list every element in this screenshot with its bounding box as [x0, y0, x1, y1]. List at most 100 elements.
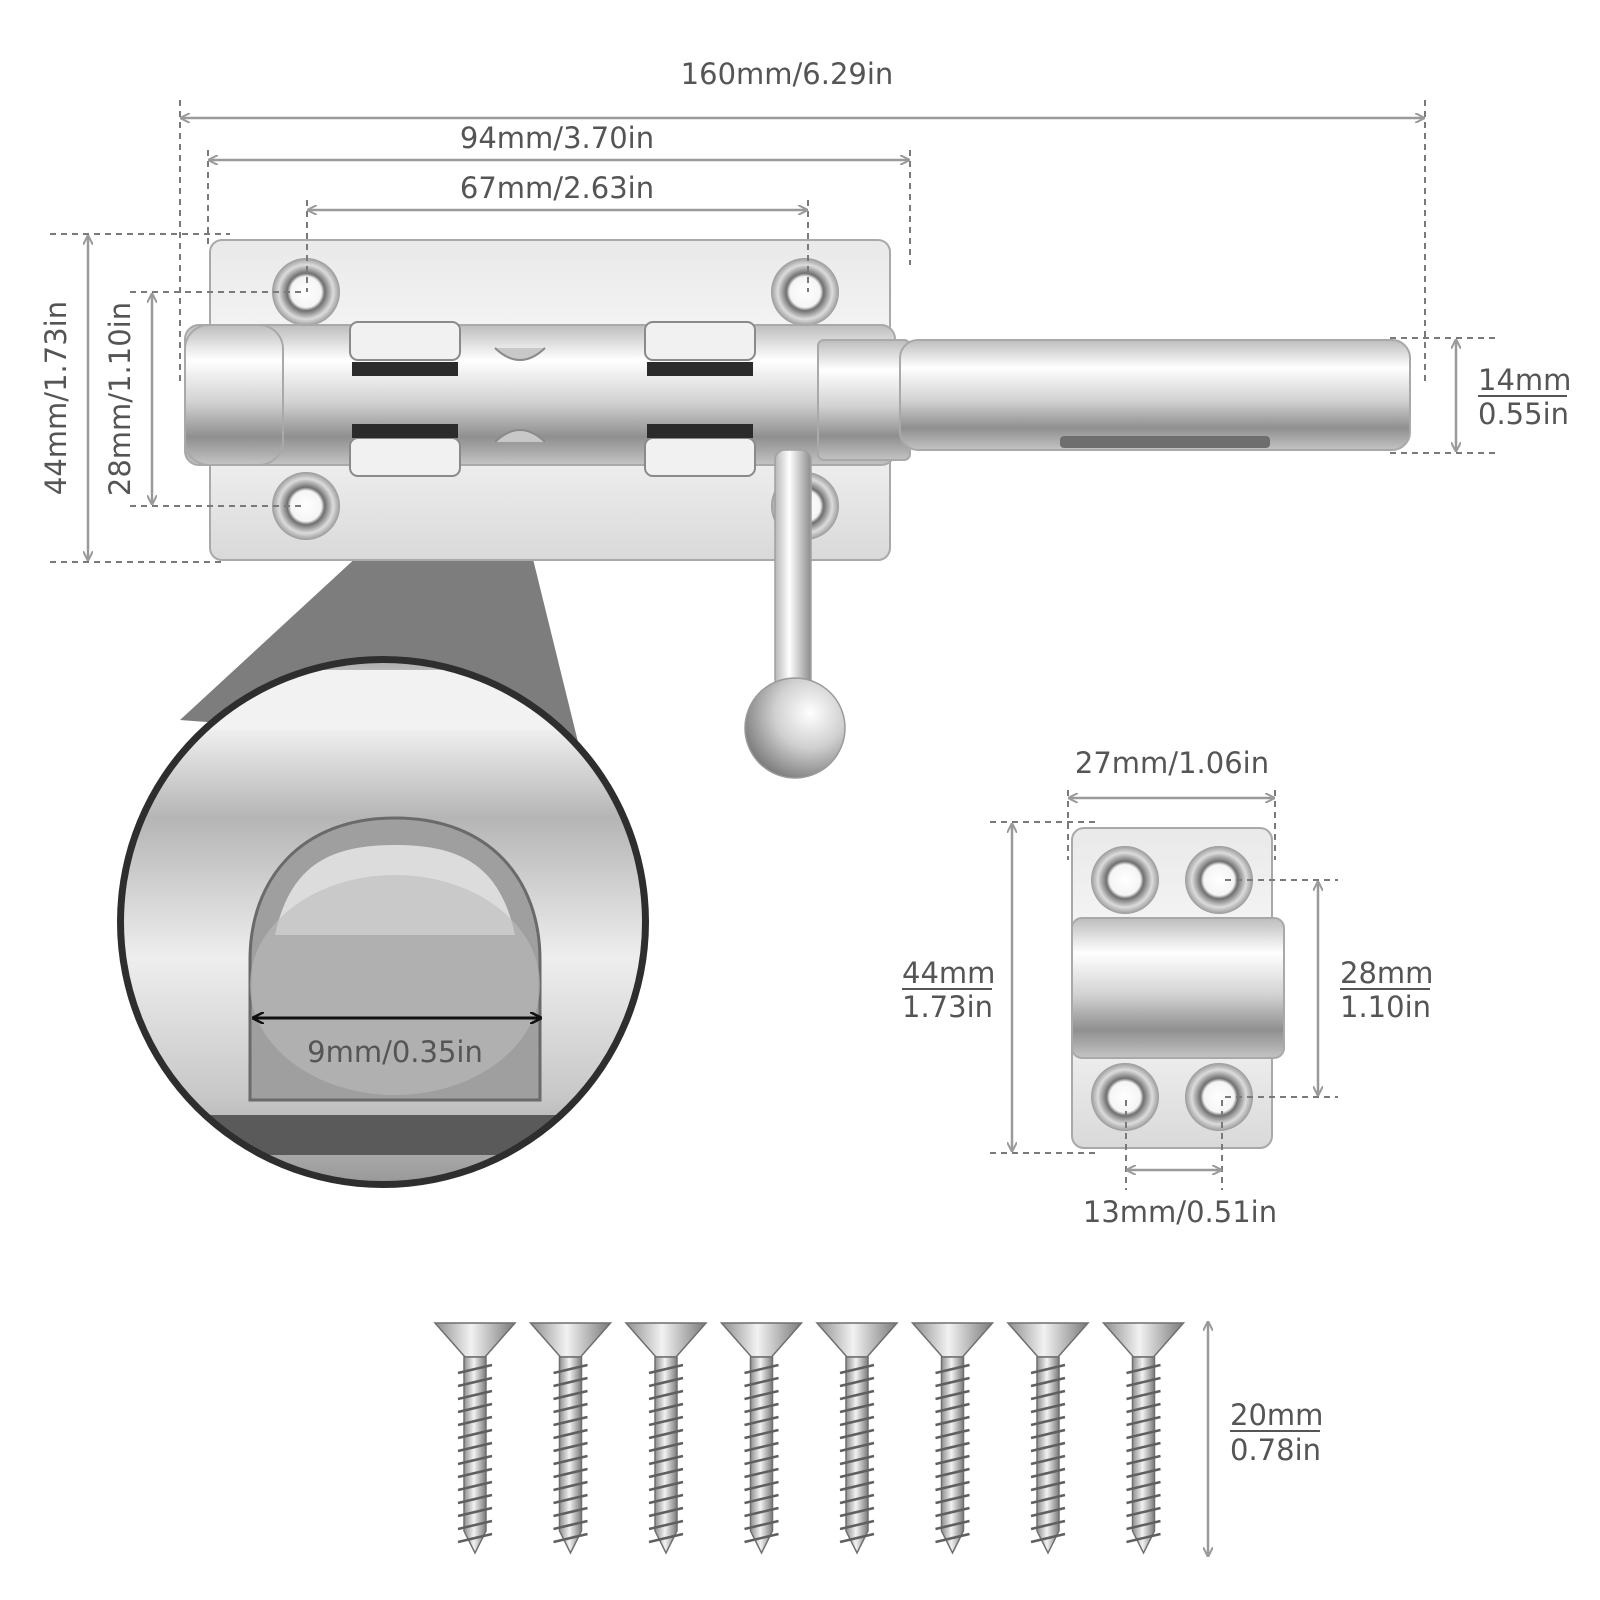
bolt-handle: [774, 449, 812, 691]
screw-thread: [457, 1441, 493, 1453]
screw-thread: [553, 1519, 588, 1531]
screw: [433, 1322, 517, 1555]
label-base-height: 44mm/1.73in: [39, 301, 73, 495]
screw-thread: [553, 1402, 588, 1414]
screw-dimension: 20mm 0.78in: [1208, 1323, 1323, 1555]
screw-thread: [648, 1402, 684, 1414]
screw-thread: [457, 1402, 493, 1414]
screw-thread: [935, 1428, 970, 1440]
screw-thread: [648, 1441, 684, 1453]
screw-thread: [839, 1363, 875, 1375]
label-keeper-height-in: 1.73in: [902, 990, 993, 1024]
screw-thread: [553, 1441, 588, 1453]
screw-thread: [1126, 1428, 1161, 1440]
screw-thread: [553, 1376, 588, 1388]
strap-clip-bottom-right: [644, 437, 756, 477]
mount-hole-bottom-left: [272, 472, 340, 540]
screw-thread: [1126, 1480, 1161, 1492]
screw-thread: [1126, 1454, 1161, 1466]
screw-thread: [648, 1428, 684, 1440]
screw-thread: [744, 1428, 779, 1440]
screw-thread: [648, 1376, 684, 1388]
screw-thread: [1126, 1506, 1161, 1518]
screw-thread: [935, 1363, 970, 1375]
keeper-hole-top-left: [1091, 846, 1159, 914]
keeper-hole-bottom-left: [1091, 1063, 1159, 1131]
screw-thread: [1126, 1389, 1161, 1401]
strap-clip-top-right: [644, 321, 756, 361]
screw-thread: [935, 1454, 970, 1466]
screw-thread: [839, 1402, 875, 1414]
screw-thread: [648, 1506, 684, 1518]
screw-thread: [1126, 1441, 1161, 1453]
screw-thread: [839, 1376, 875, 1388]
screw-thread: [839, 1532, 875, 1544]
screw-thread: [935, 1532, 970, 1544]
screw: [1101, 1322, 1186, 1555]
screw-head: [1006, 1322, 1090, 1358]
label-hole-vertical-spacing: 28mm/1.10in: [103, 302, 137, 496]
screw-head: [815, 1322, 899, 1358]
screw-thread: [744, 1519, 779, 1531]
screw-thread: [648, 1480, 684, 1492]
screw-thread: [457, 1428, 493, 1440]
label-base-length: 94mm/3.70in: [460, 121, 654, 155]
screw-thread: [744, 1532, 779, 1544]
screw-thread: [935, 1506, 970, 1518]
screw-thread: [839, 1506, 875, 1518]
rod-slot: [1060, 436, 1270, 448]
screw-thread: [1030, 1467, 1066, 1479]
screw-thread: [1030, 1415, 1066, 1427]
label-keeper-height-mm: 44mm: [902, 956, 995, 990]
screw-thread: [1030, 1519, 1066, 1531]
screw-thread: [839, 1389, 875, 1401]
screw-thread: [457, 1454, 493, 1466]
screw-thread: [1030, 1376, 1066, 1388]
screw-thread: [1126, 1402, 1161, 1414]
screw-thread: [935, 1441, 970, 1453]
screw-thread: [1030, 1441, 1066, 1453]
screw-thread: [553, 1389, 588, 1401]
screw-thread: [744, 1402, 779, 1414]
screw-thread: [553, 1428, 588, 1440]
screw-thread: [1126, 1519, 1161, 1531]
screw-thread: [1030, 1402, 1066, 1414]
screw-thread: [1030, 1428, 1066, 1440]
screw-thread: [744, 1363, 779, 1375]
screw: [624, 1322, 708, 1555]
screw-thread: [457, 1389, 493, 1401]
screw-thread: [744, 1454, 779, 1466]
screw-thread: [1030, 1506, 1066, 1518]
label-keeper-hole-vertical-mm: 28mm: [1340, 956, 1433, 990]
screw-thread: [553, 1506, 588, 1518]
screw-thread: [1126, 1415, 1161, 1427]
screw-thread: [935, 1376, 970, 1388]
screw-thread: [744, 1389, 779, 1401]
screw-thread: [744, 1376, 779, 1388]
mount-hole-top-right: [771, 258, 839, 326]
screw-thread: [1126, 1532, 1161, 1544]
screw-thread: [648, 1454, 684, 1466]
screw-thread: [648, 1389, 684, 1401]
screw-thread: [839, 1454, 875, 1466]
label-rod-diameter-mm: 14mm: [1478, 363, 1571, 397]
screw-thread: [744, 1506, 779, 1518]
screw-thread: [457, 1467, 493, 1479]
label-hole-spacing: 67mm/2.63in: [460, 171, 654, 205]
screw-thread: [457, 1506, 493, 1518]
screw-head: [624, 1322, 708, 1358]
screw-thread: [744, 1467, 779, 1479]
handle-knob: [744, 677, 846, 779]
screw-thread: [839, 1519, 875, 1531]
screw-thread: [457, 1415, 493, 1427]
label-keeper-hole-horizontal: 13mm/0.51in: [1083, 1195, 1277, 1229]
zoom-hole-diameter-label: 9mm/0.35in: [307, 1035, 483, 1069]
screw-thread: [457, 1519, 493, 1531]
screw-thread: [457, 1480, 493, 1492]
label-screw-length-in: 0.78in: [1230, 1433, 1321, 1467]
keeper-hole-top-right: [1185, 846, 1253, 914]
screw-thread: [839, 1441, 875, 1453]
screw-thread: [553, 1493, 588, 1505]
bolt-dimensions: 160mm/6.29in 94mm/3.70in 67mm/2.63in 44m…: [39, 57, 1571, 563]
